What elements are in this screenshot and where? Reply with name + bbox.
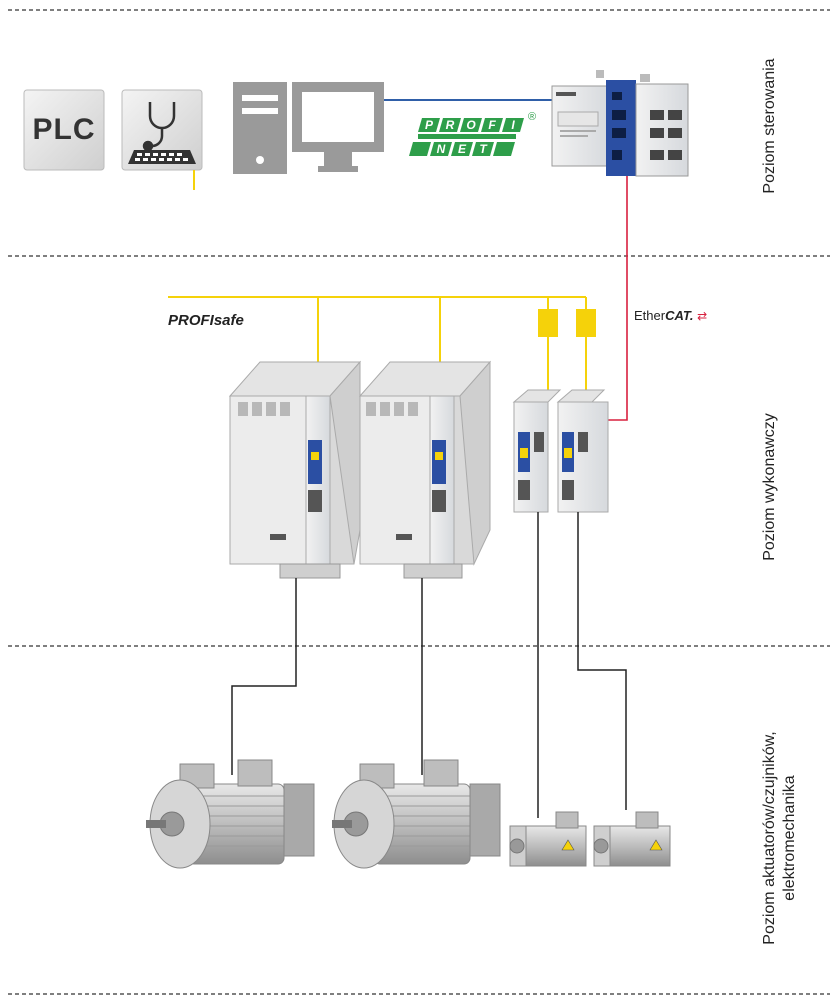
large-motor-2 bbox=[332, 759, 501, 869]
large-drive-1 bbox=[228, 360, 362, 579]
zone-label-actuator-line1: Poziom aktuatorów/czujników, bbox=[761, 731, 778, 945]
stethoscope-icon bbox=[142, 102, 176, 152]
zone-label-actuator-line2: elektromechanika bbox=[781, 775, 798, 901]
zone-label-control-text: Poziom sterowania bbox=[761, 58, 778, 194]
svg-text:R: R bbox=[446, 118, 455, 132]
monitor-icon bbox=[292, 82, 384, 172]
zone-label-execution-text: Poziom wykonawczy bbox=[761, 413, 778, 561]
registered-mark: ® bbox=[528, 111, 536, 123]
controller-device bbox=[551, 70, 689, 177]
servo-motor-1 bbox=[509, 811, 587, 867]
ethercat-label: EtherCAT. ⇄ bbox=[634, 308, 707, 323]
motor-cables bbox=[231, 512, 627, 818]
pc-tower-icon bbox=[233, 82, 287, 174]
compact-drive-2 bbox=[556, 389, 609, 513]
compact-drive-1 bbox=[512, 389, 562, 513]
ethercat-line bbox=[608, 176, 628, 421]
diagnostic-tile bbox=[121, 89, 203, 171]
ethercat-bold: CAT. bbox=[665, 308, 694, 323]
svg-text:T: T bbox=[479, 142, 488, 156]
safety-module-1 bbox=[538, 309, 558, 337]
ethercat-prefix: Ether bbox=[634, 308, 666, 323]
large-motor-1 bbox=[146, 759, 315, 869]
svg-text:I: I bbox=[511, 118, 515, 132]
ethercat-arrows-icon: ⇄ bbox=[697, 309, 708, 323]
profisafe-label: PROFIsafe bbox=[168, 312, 244, 329]
plc-tile bbox=[23, 89, 105, 171]
svg-text:P: P bbox=[425, 118, 434, 132]
plc-label: PLC bbox=[32, 113, 96, 146]
svg-text:F: F bbox=[488, 118, 496, 132]
large-drive-2 bbox=[358, 360, 492, 579]
keyboard-icon bbox=[128, 150, 196, 164]
safety-module-2 bbox=[576, 309, 596, 337]
svg-text:N: N bbox=[437, 142, 446, 156]
servo-motor-2 bbox=[593, 811, 671, 867]
svg-text:E: E bbox=[458, 142, 467, 156]
svg-text:O: O bbox=[466, 118, 476, 132]
